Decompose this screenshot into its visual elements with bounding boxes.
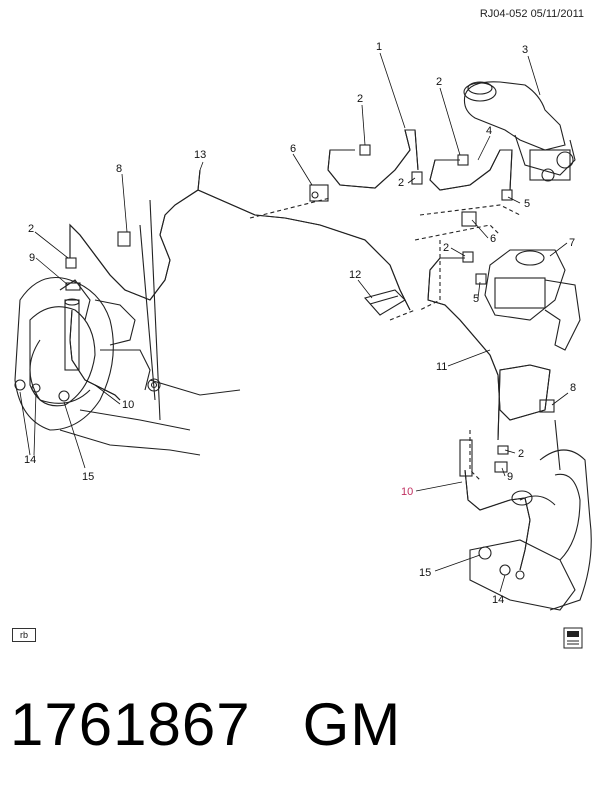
- callout-8: 8: [116, 163, 122, 175]
- abs-module: [484, 249, 581, 351]
- brake-line-diagram: 1 2 2 3 4 6 13 8 2 9 2 5 6 2 7 5 12 11 1…: [14, 41, 592, 649]
- callout-2: 2: [28, 223, 34, 235]
- callout-12: 12: [349, 269, 361, 281]
- callout-8: 8: [570, 382, 576, 394]
- callout-2: 2: [357, 93, 363, 105]
- callout-14: 14: [24, 454, 36, 466]
- view-badge: rb: [12, 628, 36, 642]
- callout-2: 2: [518, 448, 524, 460]
- callout-9: 9: [29, 252, 35, 264]
- callout-5: 5: [524, 198, 530, 210]
- callout-15: 15: [82, 471, 94, 483]
- callout-3: 3: [522, 44, 528, 56]
- callout-2: 2: [443, 242, 449, 254]
- callout-6: 6: [490, 233, 496, 245]
- callout-4: 4: [486, 125, 492, 137]
- callout-14: 14: [492, 594, 504, 606]
- callout-6: 6: [290, 143, 296, 155]
- callout-5: 5: [473, 293, 479, 305]
- callout-13: 13: [194, 149, 206, 161]
- callout-9: 9: [507, 471, 513, 483]
- clip-12: [363, 289, 406, 316]
- callout-11: 11: [436, 361, 447, 373]
- service-manual-icon: [563, 627, 583, 649]
- callout-10-highlighted: 10: [401, 486, 413, 498]
- left-wheel-assembly: [14, 199, 241, 456]
- master-cylinder-reservoir: [463, 81, 576, 182]
- callout-2: 2: [436, 76, 442, 88]
- callout-7: 7: [569, 237, 575, 249]
- brand-name: GM: [302, 691, 402, 758]
- part-number: 1761867: [10, 691, 251, 758]
- callout-1: 1: [376, 41, 382, 53]
- callout-15: 15: [419, 567, 431, 579]
- callout-2: 2: [398, 177, 404, 189]
- diagram-reference: RJ04-052 05/11/2011: [479, 8, 584, 20]
- callout-10: 10: [122, 399, 134, 411]
- right-wheel-assembly: [469, 399, 592, 611]
- part-caption: 1761867 GM: [10, 690, 401, 760]
